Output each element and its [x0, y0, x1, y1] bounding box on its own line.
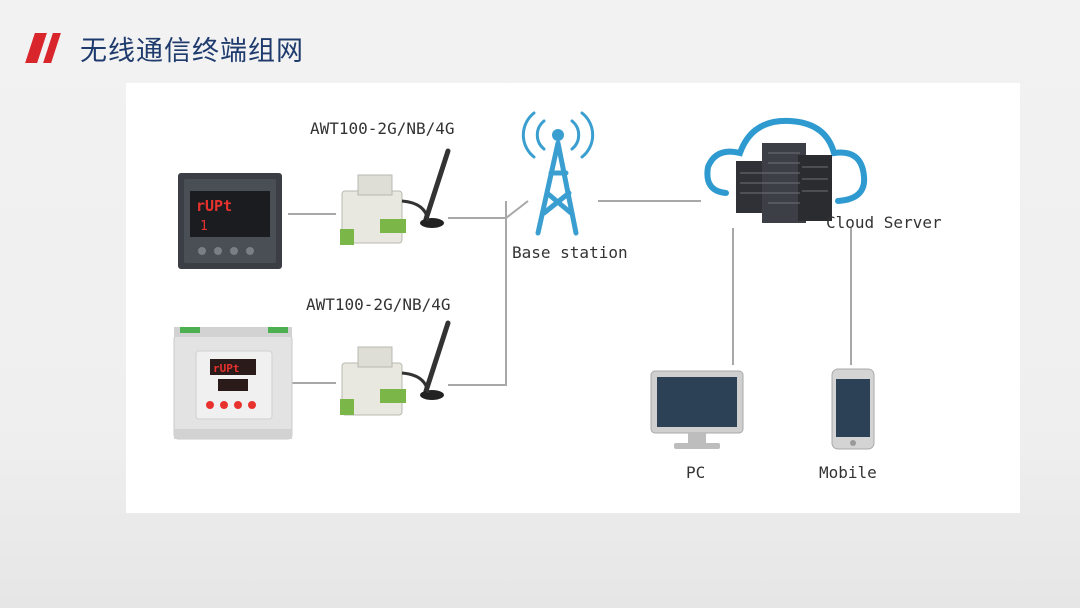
cloud-server-label: Cloud Server [826, 213, 942, 232]
base-station-label: Base station [512, 243, 628, 262]
pc-label: PC [686, 463, 706, 482]
din-rail-meter-icon: rUPt [173, 327, 293, 440]
connection-lines [288, 200, 852, 386]
wireless-terminal-bottom-icon [340, 320, 451, 416]
title-accent-icon [25, 31, 70, 65]
terminal-top-label: AWT100-2G/NB/4G [310, 119, 455, 138]
wireless-terminal-top-icon [340, 148, 451, 245]
cloud-server-icon [704, 117, 868, 223]
mobile-phone-icon [831, 368, 875, 450]
terminal-bottom-label: AWT100-2G/NB/4G [306, 295, 451, 314]
meter2-display-text: rUPt [213, 362, 240, 375]
slide-header: 无线通信终端组网 [25, 28, 304, 68]
meter-display-num: 1 [200, 219, 208, 234]
network-diagram: rUPt 1 rUPt [173, 111, 875, 450]
network-diagram-panel: rUPt 1 rUPt [126, 83, 1020, 513]
meter-display-text: rUPt [196, 197, 232, 215]
page-title: 无线通信终端组网 [80, 35, 304, 67]
base-station-tower-icon [521, 111, 595, 236]
line-terminal1-base [448, 200, 529, 219]
pc-monitor-icon [650, 370, 744, 449]
line-terminal2-base [448, 201, 507, 386]
mobile-label: Mobile [819, 463, 877, 482]
panel-meter-icon: rUPt 1 [178, 173, 282, 269]
